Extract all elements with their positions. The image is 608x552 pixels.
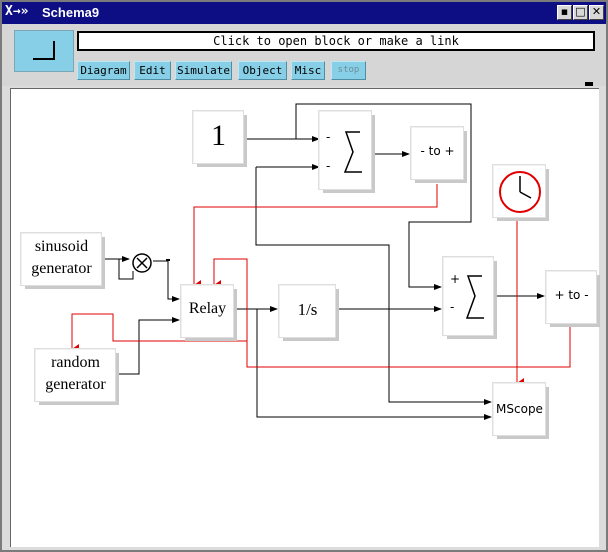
block-convert-plus-minus[interactable]: + to -	[545, 270, 597, 324]
title-bar[interactable]: X→» Schema9 ▪ □ ✕	[2, 2, 606, 24]
event-to-random[interactable]	[71, 313, 247, 354]
sinusoid-line2: generator	[31, 260, 92, 277]
block-sum-2[interactable]: + -	[442, 256, 494, 336]
random-line1: random	[51, 354, 100, 371]
block-convert-minus-plus-label: - to +	[420, 144, 455, 158]
close-icon[interactable]: ✕	[589, 5, 604, 20]
product-icon	[132, 253, 152, 273]
link-sin-product-loop[interactable]	[118, 259, 134, 280]
resize-marker	[585, 82, 593, 86]
event-conv1-relay[interactable]	[193, 184, 438, 290]
block-product[interactable]	[131, 252, 153, 274]
event-relay-loop[interactable]	[213, 258, 248, 309]
block-constant-label: 1	[211, 119, 226, 152]
block-integrator-label: 1/s	[297, 300, 318, 319]
sum-1-sign-top: -	[326, 130, 331, 144]
window-title: Schema9	[42, 5, 100, 20]
palette-button[interactable]	[14, 30, 74, 72]
maximize-icon[interactable]: □	[573, 5, 588, 20]
links-layer	[71, 103, 571, 420]
toolbar: Click to open block or make a link Diagr…	[2, 24, 606, 86]
window-shape-icon	[33, 41, 55, 60]
block-mscope-label: MScope	[496, 402, 543, 416]
link-relay-mscope[interactable]	[256, 309, 492, 420]
block-relay-label: Relay	[188, 300, 227, 317]
sum-2-sign-top: +	[450, 272, 461, 286]
link-product-relay[interactable]	[153, 260, 180, 302]
block-convert-minus-plus[interactable]: - to +	[410, 126, 464, 180]
link-to-mscope-1[interactable]	[255, 167, 492, 405]
event-conv2-loop[interactable]	[246, 309, 571, 368]
block-mscope[interactable]: MScope	[492, 382, 546, 436]
block-relay[interactable]: Relay	[180, 284, 234, 338]
menu-simulate[interactable]: Simulate	[175, 61, 232, 80]
clock-icon	[499, 171, 541, 213]
block-clock[interactable]	[492, 164, 546, 218]
sum-1-sign-bottom: -	[326, 159, 331, 173]
minimize-icon[interactable]: ▪	[557, 5, 572, 20]
window-menu-icon[interactable]: X→»	[5, 4, 29, 19]
port-stub	[166, 259, 170, 261]
message-bar: Click to open block or make a link	[77, 31, 595, 51]
block-integrator[interactable]: 1/s	[278, 284, 336, 338]
block-random-generator[interactable]: random generator	[34, 348, 116, 402]
menu-edit[interactable]: Edit	[134, 61, 171, 80]
block-sum-1[interactable]: - -	[318, 110, 372, 190]
random-line2: generator	[45, 376, 106, 393]
menu-object[interactable]: Object	[238, 61, 287, 80]
sum-2-symbol-icon	[465, 275, 484, 319]
link-const-sum2[interactable]	[295, 103, 472, 290]
block-convert-plus-minus-label: + to -	[554, 288, 589, 302]
menu-misc[interactable]: Misc	[291, 61, 325, 80]
sum-2-sign-bottom: -	[450, 300, 455, 314]
diagram-canvas[interactable]: 1 - - - to + sinusoid generator	[10, 88, 599, 547]
menu-diagram[interactable]: Diagram	[77, 61, 130, 80]
sum-1-symbol-icon	[343, 131, 362, 173]
block-constant[interactable]: 1	[192, 110, 244, 164]
sinusoid-line1: sinusoid	[34, 238, 89, 255]
stop-button[interactable]: stop	[331, 61, 366, 80]
link-random-relay[interactable]	[116, 317, 180, 375]
block-sinusoid-generator[interactable]: sinusoid generator	[20, 232, 102, 286]
